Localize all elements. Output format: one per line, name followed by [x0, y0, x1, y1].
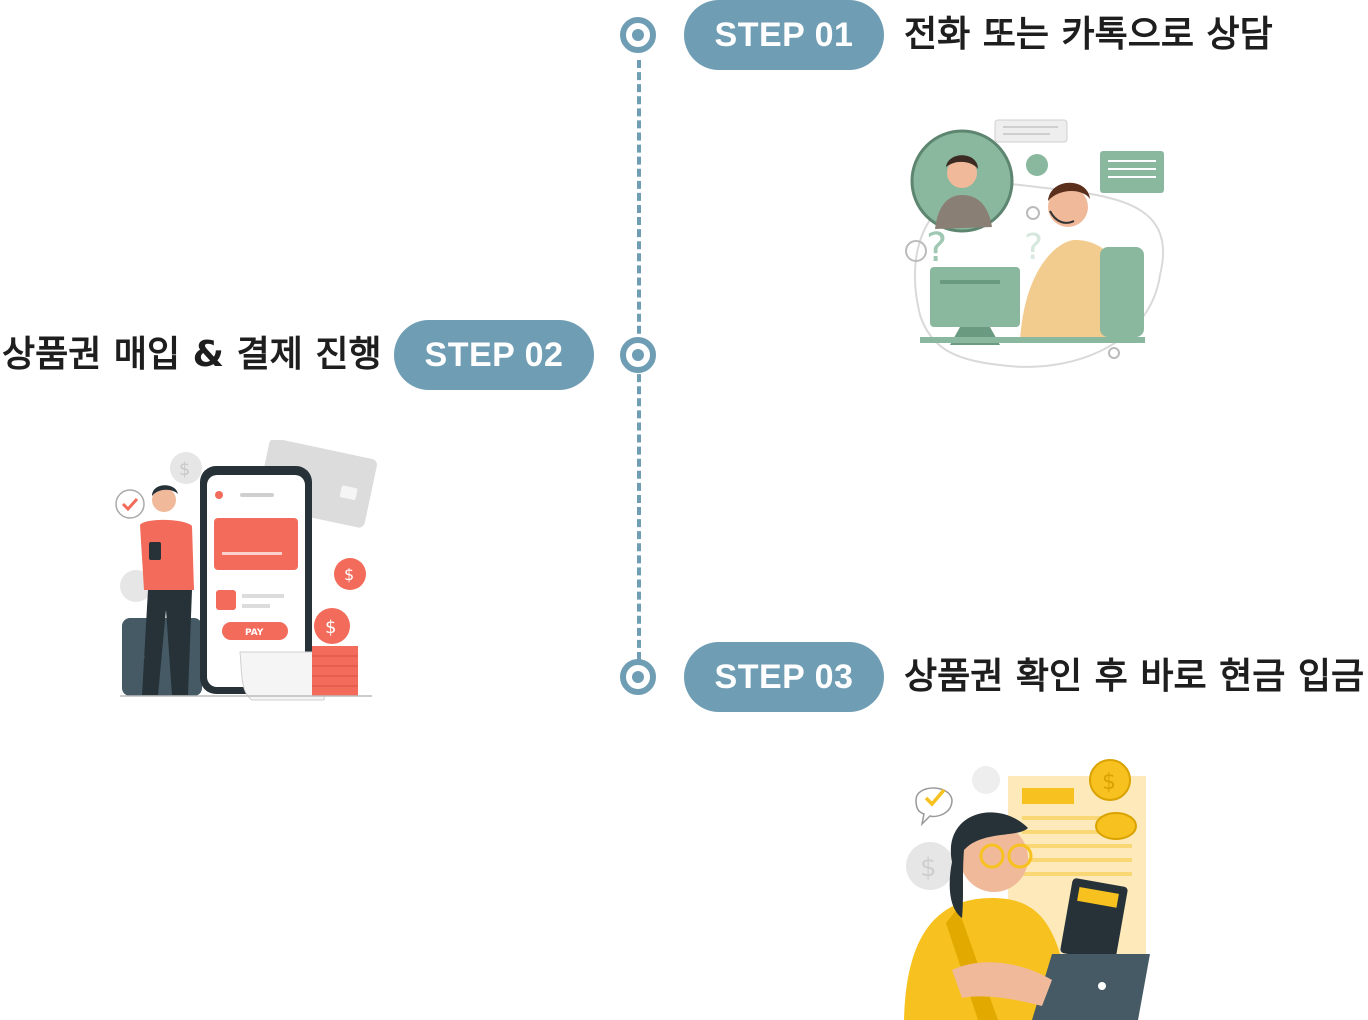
- svg-text:$: $: [325, 617, 336, 638]
- svg-text:$: $: [920, 853, 937, 883]
- svg-text:PAY: PAY: [245, 628, 264, 638]
- step-01-node: [620, 17, 656, 53]
- svg-text:?: ?: [926, 225, 947, 271]
- step-02-title: 상품권 매입 & 결제 진행: [2, 334, 382, 375]
- step-03-badge: STEP 03: [684, 642, 884, 712]
- step-03-title: 상품권 확인 후 바로 현금 입금: [904, 656, 1365, 697]
- svg-text:?: ?: [1024, 227, 1043, 268]
- svg-text:$: $: [1102, 770, 1116, 795]
- step-03-node: [620, 659, 656, 695]
- step-01-title: 전화 또는 카톡으로 상담: [904, 14, 1273, 55]
- svg-text:$: $: [179, 459, 190, 480]
- step-02-node: [620, 337, 656, 373]
- cash-deposit-illustration-icon: $ $: [904, 759, 1150, 1020]
- step-01-badge: STEP 01: [684, 0, 884, 70]
- step-02-badge: STEP 02: [394, 320, 594, 390]
- mobile-payment-illustration-icon: $ PAY $ $: [115, 440, 377, 701]
- svg-text:$: $: [344, 565, 354, 584]
- consultation-illustration-icon: ? ?: [905, 119, 1165, 368]
